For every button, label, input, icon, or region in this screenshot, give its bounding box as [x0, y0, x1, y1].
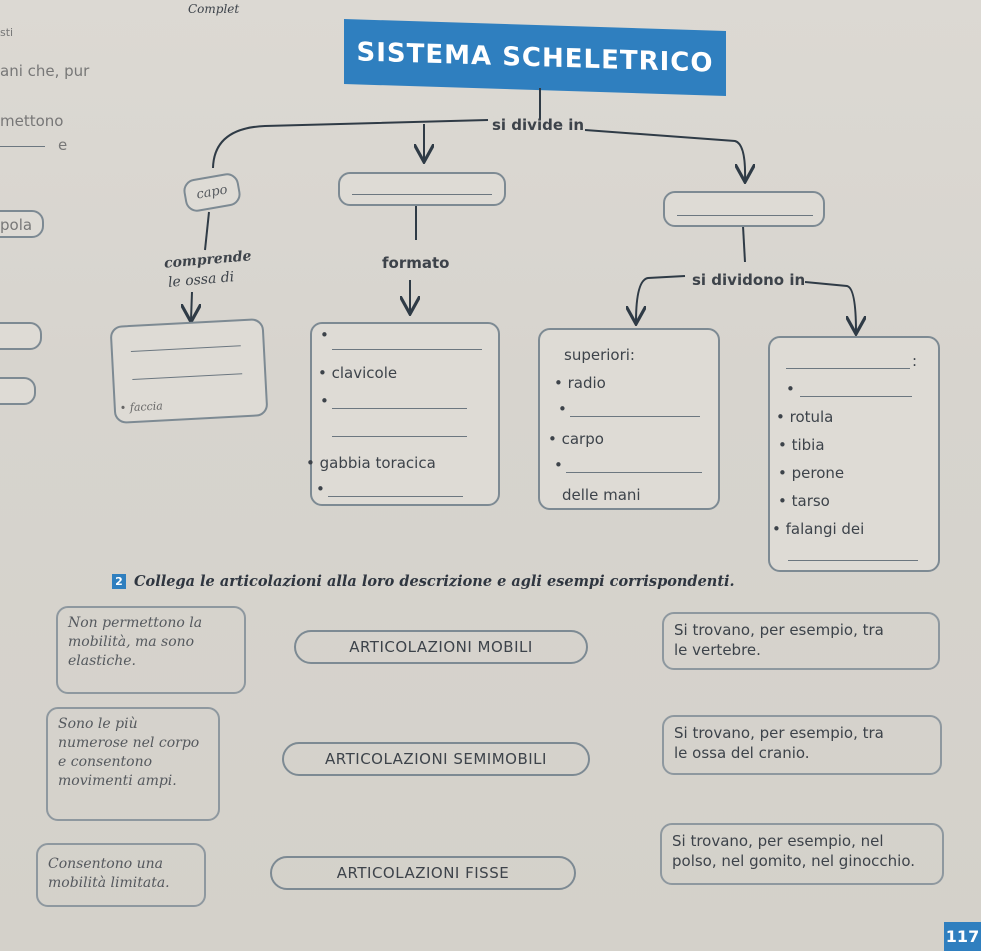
example-line: Si trovano, per esempio, tra	[674, 724, 884, 742]
item-radio: • radio	[554, 374, 606, 392]
bullet: •	[320, 392, 329, 410]
example-box-2[interactable]: Si trovano, per esempio, tra le ossa del…	[662, 715, 942, 775]
description-box-2[interactable]: Sono le più numerose nel corpo e consent…	[46, 707, 220, 821]
fill-in-line	[332, 349, 482, 350]
example-box-3[interactable]: Si trovano, per esempio, nel polso, nel …	[660, 823, 944, 885]
pill-articolazioni-fisse[interactable]: ARTICOLAZIONI FISSE	[270, 856, 576, 890]
margin-text-2: mettono	[0, 112, 64, 130]
bullet: •	[558, 400, 567, 418]
margin-box-1	[0, 210, 44, 238]
fill-in-line	[677, 215, 813, 216]
margin-text-4: pola	[0, 216, 33, 234]
fill-in-line	[786, 368, 910, 369]
item-clavicole: • clavicole	[318, 364, 398, 382]
box-arti-inferiori: : • • rotula • tibia • perone • tarso • …	[768, 336, 940, 572]
item-falangi-dei: • falangi dei	[772, 520, 865, 538]
box-ossa-cranio: • faccia	[109, 318, 269, 424]
header-fragment: Complet	[188, 2, 240, 16]
fill-in-line	[332, 408, 467, 409]
description-box-1[interactable]: Non permettono la mobilità, ma sono elas…	[56, 606, 246, 694]
example-line: le ossa del cranio.	[674, 744, 810, 763]
fill-in-line	[332, 436, 467, 437]
item-tibia: • tibia	[778, 436, 825, 454]
fill-in-line	[570, 416, 700, 417]
handwritten-capo: capo	[195, 182, 229, 203]
label-si-divide-in: si divide in	[492, 116, 585, 134]
label-superiori: superiori:	[564, 346, 635, 364]
fill-in-line	[352, 194, 492, 195]
fill-in-line	[788, 560, 918, 561]
item-perone: • perone	[778, 464, 845, 482]
desc-line: mobilità, ma sono	[68, 633, 195, 650]
desc-line: movimenti ampi.	[58, 772, 177, 789]
example-box-1[interactable]: Si trovano, per esempio, tra le vertebre…	[662, 612, 940, 670]
label-delle-mani: delle mani	[562, 486, 641, 504]
label-formato: formato	[382, 254, 450, 272]
desc-line: elastiche.	[68, 652, 136, 669]
page-number: 117	[944, 922, 981, 951]
pill-articolazioni-mobili[interactable]: ARTICOLAZIONI MOBILI	[294, 630, 588, 664]
example-line: Si trovano, per esempio, nel	[672, 832, 884, 850]
fill-in-line	[132, 373, 243, 380]
desc-line: numerose nel corpo	[58, 734, 200, 751]
bullet: •	[316, 480, 325, 498]
bullet: •	[554, 456, 563, 474]
instruction-text: Collega le articolazioni alla loro descr…	[134, 573, 735, 590]
fill-in-line	[328, 496, 463, 497]
item-gabbia-toracica: • gabbia toracica	[306, 454, 436, 472]
desc-line: Consentono una	[48, 856, 163, 872]
desc-line: mobilità limitata.	[48, 874, 170, 891]
margin-text-3: e	[58, 136, 68, 154]
example-line: polso, nel gomito, nel ginocchio.	[672, 852, 916, 871]
fill-in-line	[130, 345, 241, 353]
item-tarso: • tarso	[778, 492, 830, 510]
desc-line: Sono le più	[58, 716, 138, 732]
label-colon: :	[912, 352, 918, 370]
item-rotula: • rotula	[776, 408, 834, 426]
example-line: le vertebre.	[674, 641, 761, 660]
margin-blank	[0, 146, 45, 147]
margin-box-3	[0, 377, 36, 405]
box-blank-right	[663, 191, 825, 227]
desc-line: e consentono	[58, 753, 153, 770]
exercise-number: 2	[112, 574, 126, 589]
bullet: •	[786, 380, 795, 398]
item-carpo: • carpo	[548, 430, 604, 448]
box-tronco: • • clavicole • • gabbia toracica •	[306, 322, 500, 506]
margin-text-1: ani che, pur	[0, 62, 90, 80]
handwritten-faccia: • faccia	[119, 399, 164, 415]
label-si-dividono-in: si dividono in	[692, 271, 806, 289]
pill-articolazioni-semimobili[interactable]: ARTICOLAZIONI SEMIMOBILI	[282, 742, 590, 776]
fill-in-line	[800, 396, 912, 397]
exercise-instruction: 2 Collega le articolazioni alla loro des…	[112, 573, 735, 590]
fill-in-line	[566, 472, 702, 473]
left-fragment-top: sti	[0, 26, 14, 39]
box-blank-center	[338, 172, 506, 206]
example-line: Si trovano, per esempio, tra	[674, 621, 884, 639]
margin-box-2	[0, 322, 42, 350]
desc-line: Non permettono la	[68, 615, 203, 631]
box-arti-superiori: superiori: • radio • • carpo • delle man…	[538, 328, 720, 510]
bullet: •	[320, 326, 329, 344]
description-box-3[interactable]: Consentono una mobilità limitata.	[36, 843, 206, 907]
